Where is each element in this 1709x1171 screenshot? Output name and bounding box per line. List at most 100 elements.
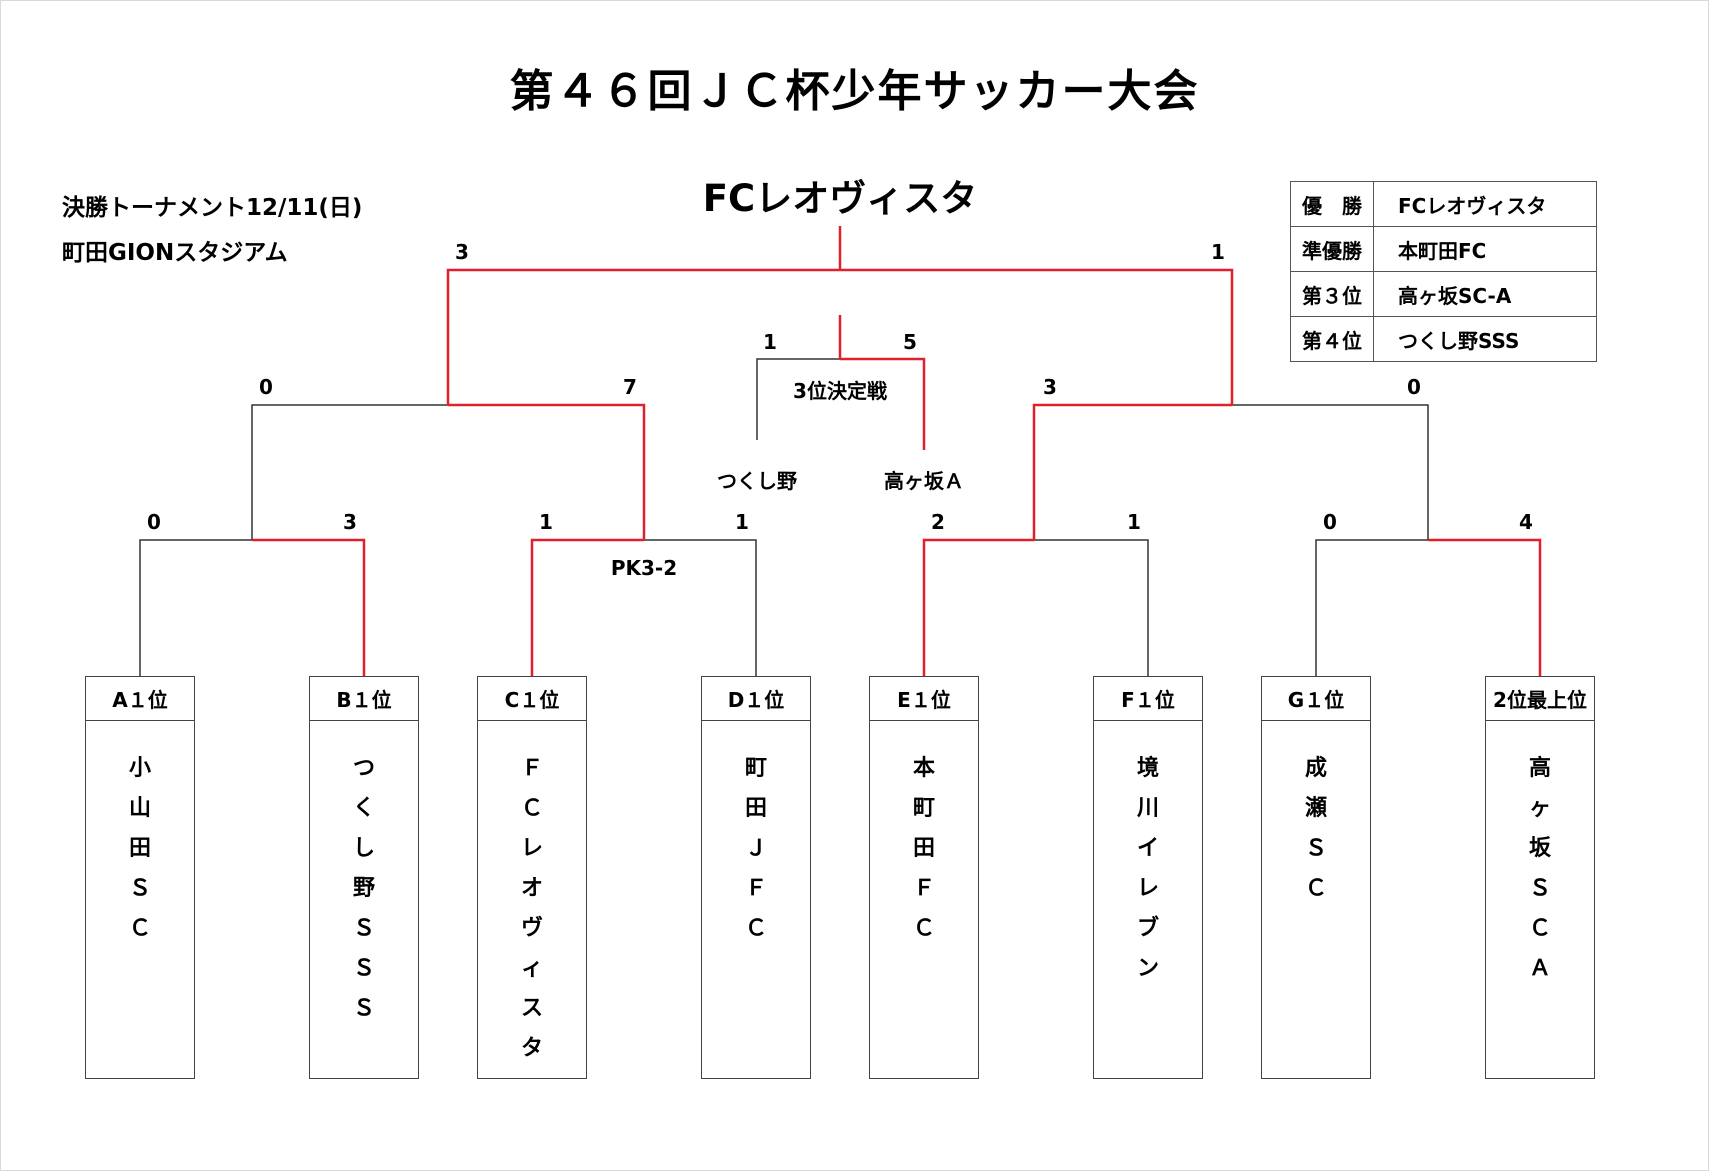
third-place-right-team: 高ヶ坂Ａ [884, 469, 964, 493]
team-name-char: Ｃ [1528, 916, 1551, 941]
line-sf1-loser [251, 404, 448, 540]
score-r1-e: 2 [931, 510, 945, 534]
team-name-char: 小 [128, 756, 151, 781]
team-name-char: 町 [744, 756, 767, 781]
team-name-char: Ａ [1528, 956, 1551, 981]
team-name-char: 高 [1528, 756, 1551, 781]
score-r1-f: 1 [1127, 510, 1141, 534]
team-seed: G１位 [1262, 677, 1370, 721]
team-name-char: ン [1136, 956, 1159, 981]
line-team-e [922, 538, 1034, 676]
line-team-g [1315, 539, 1428, 676]
team-name-char: Ｓ [352, 916, 375, 941]
team-name-char: 山 [128, 796, 151, 821]
team-box: F１位 境川イレブン [1093, 676, 1203, 1079]
team-name-char: Ｃ [912, 916, 935, 941]
score-sf-3: 3 [1043, 375, 1057, 399]
line-third-loser [756, 358, 840, 440]
team-name-char: レ [520, 836, 543, 861]
team-seed: A１位 [86, 677, 194, 721]
ranking-row: 優 勝 FCレオヴィスタ [1290, 181, 1597, 227]
team-name-char: Ｃ [744, 916, 767, 941]
line-team-h [1428, 538, 1542, 676]
page-title: 第４６回ＪＣ杯少年サッカー大会 [509, 66, 1200, 117]
team-name-char: 川 [1136, 796, 1159, 821]
tournament-date: 決勝トーナメント12/11(日) [62, 195, 363, 221]
score-sf-2: 7 [623, 375, 637, 399]
score-r1-c: 1 [539, 510, 553, 534]
team-name-char: 本 [912, 756, 935, 781]
team-name-char: 田 [128, 836, 151, 861]
team-seed: C１位 [478, 677, 586, 721]
tournament-venue: 町田GIONスタジアム [62, 240, 288, 266]
score-third-left: 1 [763, 330, 777, 354]
score-r1-d: 1 [735, 510, 749, 534]
bracket-winner-lines [252, 226, 1542, 676]
team-name-char: ヴ [520, 916, 543, 941]
ranking-row: 準優勝 本町田FC [1290, 226, 1597, 272]
team-seed: D１位 [702, 677, 810, 721]
team-name-char: 坂 [1528, 836, 1551, 861]
ranking-table: 優 勝 FCレオヴィスタ 準優勝 本町田FC 第３位 高ヶ坂SC-A 第４位 つ… [1290, 181, 1597, 362]
line-team-a [139, 539, 252, 676]
team-name-char: つ [352, 756, 375, 781]
rank-label: 第３位 [1290, 271, 1374, 317]
team-name-char: 成 [1304, 756, 1327, 781]
line-team-f [1034, 539, 1149, 676]
team-name-char: タ [520, 1036, 543, 1061]
third-place-left-team: つくし野 [717, 469, 797, 493]
team-name-char: Ｓ [128, 876, 151, 901]
line-team-c [530, 538, 644, 676]
line-sf3-winner [1032, 403, 1232, 540]
score-third-right: 5 [903, 330, 917, 354]
team-name-char: 境 [1136, 756, 1159, 781]
score-r1-b: 3 [343, 510, 357, 534]
team-name-char: Ｆ [744, 876, 767, 901]
team-name-char: オ [520, 876, 543, 901]
team-name: 境川イレブン [1094, 721, 1202, 989]
score-final-right: 1 [1211, 240, 1225, 264]
pk-note: PK3-2 [610, 556, 678, 580]
score-sf-4: 0 [1407, 375, 1421, 399]
rank-team: FCレオヴィスタ [1373, 181, 1597, 227]
ranking-row: 第３位 高ヶ坂SC-A [1290, 271, 1597, 317]
score-final-left: 3 [455, 240, 469, 264]
team-name-char: Ｓ [1304, 836, 1327, 861]
champion-name: FCレオヴィスタ [702, 177, 978, 220]
score-r1-g: 0 [1323, 510, 1337, 534]
score-r1-h: 4 [1519, 510, 1533, 534]
team-name-char: 町 [912, 796, 935, 821]
team-name-char: し [352, 836, 375, 861]
team-name-char: Ｆ [520, 756, 543, 781]
line-sf2-winner [448, 403, 646, 540]
line-final-right [840, 268, 1234, 405]
team-name-char: ブ [1136, 916, 1159, 941]
rank-label: 第４位 [1290, 316, 1374, 362]
team-name-char: Ｆ [912, 876, 935, 901]
team-name-char: 田 [744, 796, 767, 821]
rank-team: つくし野SSS [1373, 316, 1597, 362]
team-name-char: イ [1136, 836, 1159, 861]
line-team-d [644, 539, 757, 676]
team-name-char: Ｃ [1304, 876, 1327, 901]
team-name-char: ス [520, 996, 543, 1021]
team-name-char: Ｃ [128, 916, 151, 941]
team-name-char: Ｓ [352, 996, 375, 1021]
score-sf-1: 0 [259, 375, 273, 399]
team-name-char: ィ [520, 956, 543, 981]
